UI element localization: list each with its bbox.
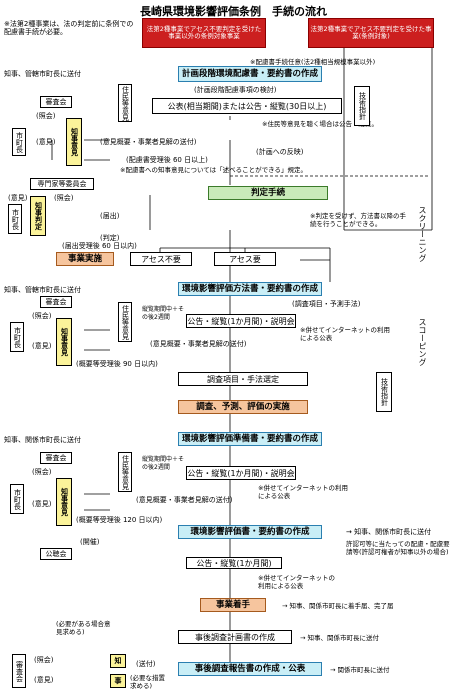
haikyo-note: ※配慮書手続任意(法2種相当規模事業以外) bbox=[250, 58, 376, 66]
iken-1: (意見) bbox=[36, 138, 56, 146]
shokai-4: (照会) bbox=[32, 468, 52, 476]
s5-report: 事後調査報告書の作成・公表 bbox=[178, 662, 322, 676]
s1-governor-note: ※配慮書への知事意見については「述べることができる」規定。 bbox=[120, 166, 307, 174]
stage-hoho-main: 環境影響評価方法書・要約書の作成 bbox=[178, 282, 322, 296]
chi-box: 知 bbox=[110, 654, 126, 668]
hantei-note: ※判定を受けず、方法書以降の手続を行うことができる。 bbox=[310, 212, 406, 228]
iken-4: (意見) bbox=[32, 500, 52, 508]
stage-haikyo-main: 計画段階環境配慮書・要約書の作成 bbox=[178, 66, 322, 82]
s4-notify: → 知事、関係市町長に送付 bbox=[346, 528, 432, 536]
s3-internet: ※併せてインターネットの利用による公表 bbox=[258, 484, 348, 500]
jumin-iken-1: 住民等意見 bbox=[118, 84, 132, 122]
senmonka: 専門家等委員会 bbox=[30, 178, 94, 190]
s5-report-notify: → 関係市町長に送付 bbox=[330, 666, 390, 674]
jigyo-jisshi: 事業実施 bbox=[56, 252, 114, 266]
gijutsu-2: 技術指針 bbox=[376, 372, 392, 412]
s4-note: 許認可等に当たっての配慮・配慮要請等(許認可権者が知事以外の場合) bbox=[346, 540, 450, 556]
screening-label: スクリーニング bbox=[418, 206, 427, 262]
stage-haikyo-public: 公表(相当期間)または公告・縦覧(30日以上) bbox=[152, 98, 342, 114]
notify-1: 知事、管轄市町長に送付 bbox=[4, 70, 81, 78]
chiji-iken-2: 知事意見 bbox=[56, 318, 72, 366]
s2-period: 縦覧期間中＋その後2週間 bbox=[142, 306, 185, 321]
notify-2: 知事、管轄市町長に送付 bbox=[4, 286, 81, 294]
chakushu: 事業着手 bbox=[200, 598, 266, 612]
s3-opinion-send: (意見概要・事業者見解の送付) bbox=[136, 496, 233, 504]
hantei: (判定) bbox=[100, 234, 120, 242]
s1-reflect: (計画への反映) bbox=[256, 148, 304, 156]
todokede-deadline: (届出受理後 60 日以内) bbox=[62, 242, 137, 250]
s2-select: 調査項目・手法選定 bbox=[178, 372, 308, 386]
iken-5: (意見) bbox=[34, 676, 54, 684]
ji-box: 事 bbox=[110, 674, 126, 688]
shinsakai-3: 審査会 bbox=[40, 452, 72, 464]
stage-junbi-main: 環境影響評価準備書・要約書の作成 bbox=[178, 432, 322, 446]
sofu: (送付) bbox=[136, 660, 156, 668]
stage-haikyo-public-note: ※住民等意見を聴く場合は公告・縦覧。 bbox=[262, 120, 378, 128]
s4-internet: ※併せてインターネットの利用による公表 bbox=[258, 574, 335, 590]
todokede: (届出) bbox=[100, 212, 120, 220]
gijutsu-1: 技術指針 bbox=[354, 86, 370, 126]
top-box-2: 法第2種事業でアセス不要判定を受けた事業(条例対象) bbox=[308, 18, 434, 48]
stage-hyokasho-main: 環境影響評価書・要約書の作成 bbox=[178, 525, 322, 539]
s1-opinion-send: (意見概要・事業者見解の送付) bbox=[100, 138, 197, 146]
shokai-3: (照会) bbox=[32, 312, 52, 320]
s5-plan-notify: → 知事、関係市町長に送付 bbox=[300, 634, 380, 642]
s2-deadline: (概要等受理後 90 日以内) bbox=[76, 360, 158, 368]
shinsakai-4: 審査会 bbox=[12, 654, 26, 688]
s2-internet: ※併せてインターネットの利用による公表 bbox=[300, 326, 390, 342]
shokai-2: (照会) bbox=[54, 194, 74, 202]
s3-deadline: (概要等受理後 120 日以内) bbox=[76, 516, 163, 524]
hitsuyo-sochi: (必要な措置求める) bbox=[130, 674, 166, 690]
shokai-5: (照会) bbox=[34, 656, 54, 664]
judge-box: 判定手続 bbox=[208, 186, 328, 200]
asesu-hitsuyo: アセス要 bbox=[214, 252, 276, 266]
s2-items: (調査項目・予測手法) bbox=[292, 300, 361, 308]
s3-period: 縦覧期間中＋その後2週間 bbox=[142, 456, 185, 471]
s3-public: 公告・縦覧(1か月間)・説明会 bbox=[186, 466, 296, 480]
chiji-iken-3: 知事意見 bbox=[56, 478, 72, 526]
notify-3: 知事、関係市町長に送付 bbox=[4, 436, 81, 444]
kochokai: 公聴会 bbox=[40, 548, 72, 560]
hitsuyo-ask: (必要がある場合意見求める) bbox=[56, 620, 111, 636]
s1-deadline: (配慮書受理後 60 日以上) bbox=[126, 156, 208, 164]
scoping-label: スコーピング bbox=[418, 318, 427, 366]
asesu-fuyo: アセス不要 bbox=[130, 252, 192, 266]
shinsakai-2: 審査会 bbox=[40, 296, 72, 308]
shicho-3: 市町長 bbox=[10, 322, 24, 352]
chiji-iken-1: 知事意見 bbox=[66, 118, 82, 166]
s2-opinion-send: (意見概要・事業者見解の送付) bbox=[150, 340, 247, 348]
shokai-1: (照会) bbox=[36, 112, 56, 120]
kaisai: (開催) bbox=[80, 538, 100, 546]
shinsakai-1: 審査会 bbox=[40, 96, 72, 108]
s2-public: 公告・縦覧(1か月間)・説明会 bbox=[186, 314, 296, 328]
chiji-hantei: 知事判定 bbox=[30, 196, 46, 236]
jumin-iken-3: 住民等意見 bbox=[118, 452, 132, 492]
s4-public: 公告・縦覧(1か月間) bbox=[186, 557, 282, 569]
shicho-4: 市町長 bbox=[10, 484, 24, 514]
s2-exec: 調査、予測、評価の実施 bbox=[178, 400, 308, 414]
top-box-1: 法第2種事業でアセス不要判定を受けた事業以外の条例対象事業 bbox=[142, 18, 266, 48]
page-title: 長崎県環境影響評価条例 手続の流れ bbox=[140, 5, 327, 18]
shicho-1: 市町長 bbox=[12, 128, 26, 156]
iken-3: (意見) bbox=[32, 342, 52, 350]
chakushu-notify: → 知事、関係市町長に着手届、完了届 bbox=[282, 602, 394, 610]
stage-haikyo-review: (計画段階配慮事項の検討) bbox=[194, 86, 277, 94]
shicho-2: 市町長 bbox=[8, 204, 22, 234]
iken-2: (意見) bbox=[8, 194, 28, 202]
jumin-iken-2: 住民等意見 bbox=[118, 302, 132, 342]
s5-plan: 事後調査計画書の作成 bbox=[178, 630, 292, 644]
note-left: ※法第2種事業は、法の判定前に条例での配慮書手続が必要。 bbox=[4, 20, 134, 36]
